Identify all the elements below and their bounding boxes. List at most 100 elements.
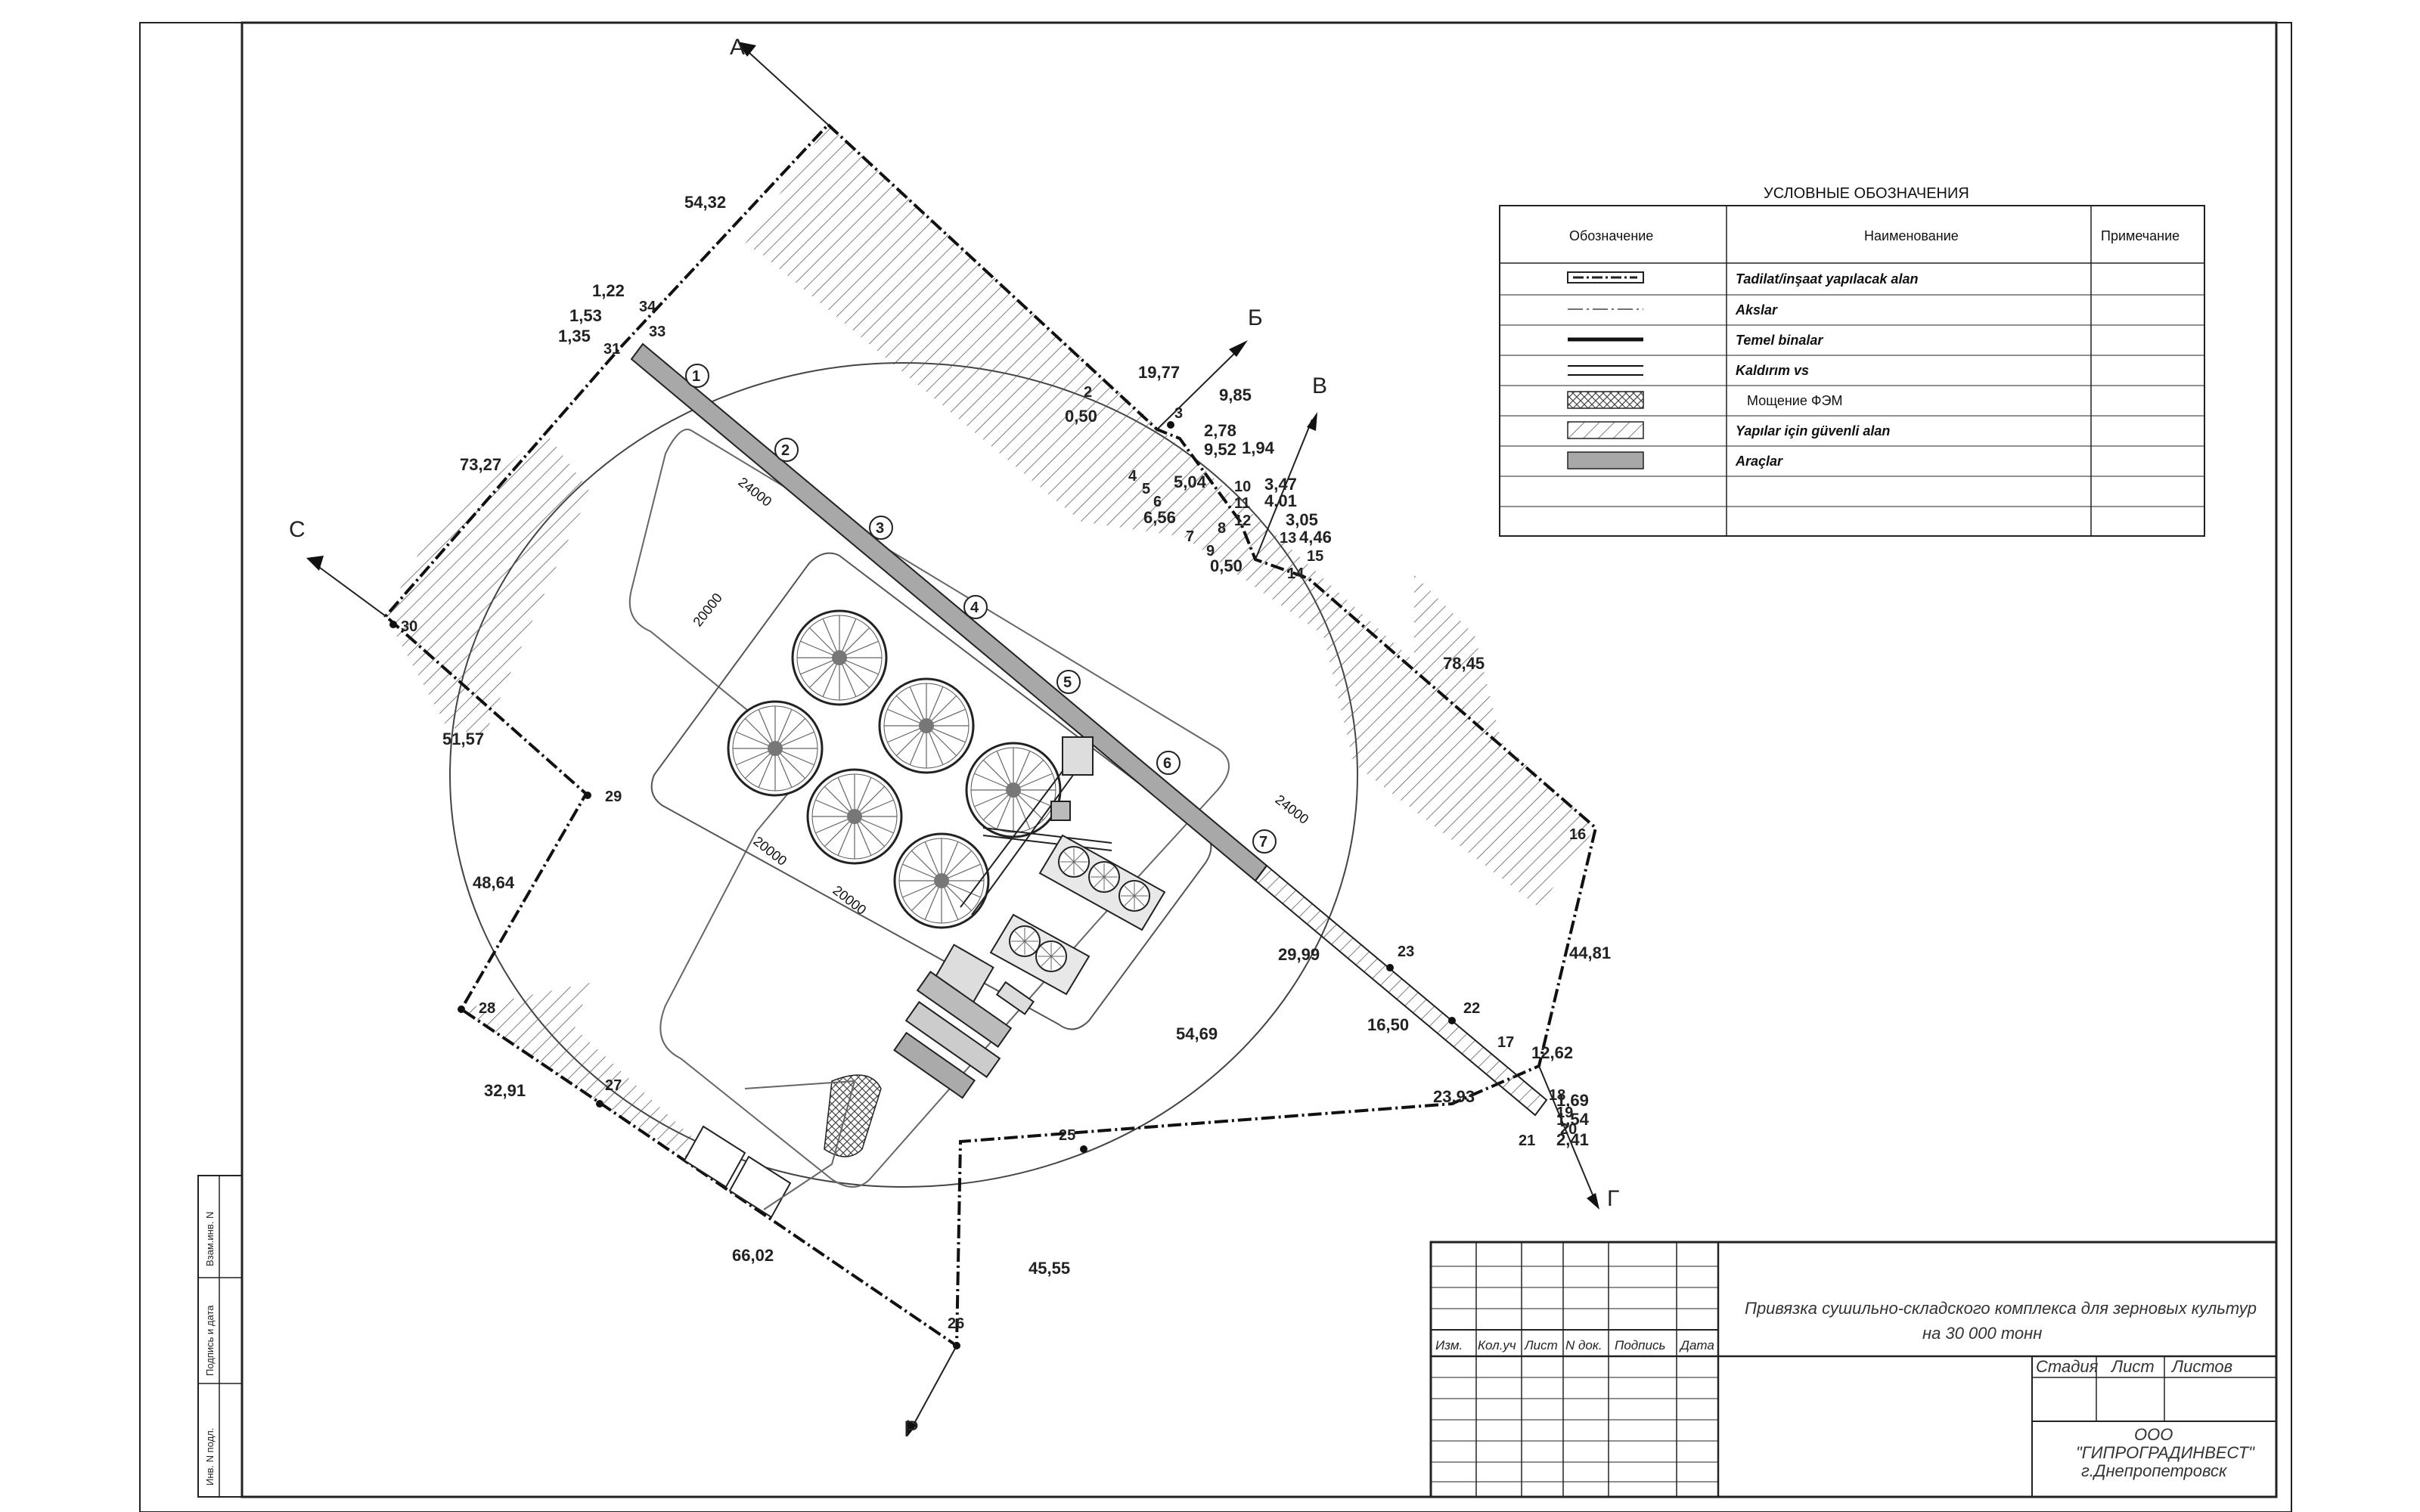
spacing-label: 24000 xyxy=(736,474,775,510)
svg-text:9,85: 9,85 xyxy=(1219,386,1252,404)
direction-label-a: А xyxy=(730,35,745,60)
direction-label-r: Р xyxy=(904,1417,919,1442)
axis-5: 5 xyxy=(1063,674,1072,691)
svg-text:Кол.уч: Кол.уч xyxy=(1478,1338,1516,1352)
svg-text:6,56: 6,56 xyxy=(1143,508,1176,527)
svg-text:23,93: 23,93 xyxy=(1433,1087,1475,1106)
outer-frame xyxy=(139,22,2292,1512)
svg-text:66,02: 66,02 xyxy=(732,1246,774,1265)
svg-text:7: 7 xyxy=(1186,528,1194,545)
org-name: "ГИПРОГРАДИНВЕСТ" xyxy=(2076,1443,2255,1462)
svg-text:Подпись и дата: Подпись и дата xyxy=(204,1305,216,1376)
axis-4: 4 xyxy=(970,600,979,616)
svg-text:5,04: 5,04 xyxy=(1174,472,1207,491)
axis-7: 7 xyxy=(1259,834,1267,850)
svg-text:11: 11 xyxy=(1234,495,1250,512)
legend-header-name: Наименование xyxy=(1864,228,1959,243)
org-name: ООО xyxy=(2134,1425,2173,1444)
svg-text:51,57: 51,57 xyxy=(442,730,484,748)
legend-symbol-vehicles xyxy=(1567,451,1644,469)
svg-text:15: 15 xyxy=(1307,548,1323,565)
axis-1: 1 xyxy=(692,368,700,385)
inner-frame xyxy=(240,21,2278,1498)
org-city: г.Днепропетровск xyxy=(2081,1461,2228,1480)
svg-text:29,99: 29,99 xyxy=(1278,945,1320,964)
svg-text:Лист: Лист xyxy=(1524,1338,1558,1352)
svg-text:21: 21 xyxy=(1519,1132,1535,1149)
svg-text:Подпись: Подпись xyxy=(1615,1338,1665,1352)
svg-text:18: 18 xyxy=(1549,1087,1565,1104)
svg-text:1,54: 1,54 xyxy=(1556,1110,1590,1129)
inner-fence xyxy=(628,429,1230,1188)
svg-text:Инв. N подл.: Инв. N подл. xyxy=(204,1428,216,1486)
direction-lines xyxy=(313,45,1596,1430)
svg-text:1,35: 1,35 xyxy=(558,327,591,345)
svg-text:Изм.: Изм. xyxy=(1435,1338,1463,1352)
direction-label-g: Г xyxy=(1607,1186,1619,1211)
site-boundary xyxy=(383,123,1598,1349)
svg-text:22: 22 xyxy=(1463,1000,1480,1017)
legend-row-name: Yapılar için güvenli alan xyxy=(1736,423,1890,438)
side-stamp: Взам.инв. N Подпись и дата Инв. N подл. xyxy=(197,1175,243,1498)
svg-text:28: 28 xyxy=(479,1000,495,1017)
legend: УСЛОВНЫЕ ОБОЗНАЧЕНИЯ Обозначение Наимено… xyxy=(1499,185,2205,537)
legend-title: УСЛОВНЫЕ ОБОЗНАЧЕНИЯ xyxy=(1764,185,1969,202)
svg-text:9,52: 9,52 xyxy=(1204,440,1236,459)
drawing-subtitle: на 30 000 тонн xyxy=(1922,1324,2042,1343)
svg-text:33: 33 xyxy=(649,324,666,340)
legend-row-name: Araçlar xyxy=(1735,454,1783,469)
legend-symbol-sidewalk xyxy=(1568,365,1643,376)
svg-text:32,91: 32,91 xyxy=(484,1081,526,1100)
axis-3: 3 xyxy=(876,520,884,537)
svg-text:44,81: 44,81 xyxy=(1569,943,1611,962)
svg-text:1,53: 1,53 xyxy=(569,306,602,325)
svg-text:78,45: 78,45 xyxy=(1443,654,1485,673)
svg-text:54,32: 54,32 xyxy=(684,193,726,212)
svg-text:1,22: 1,22 xyxy=(592,281,625,300)
spacing-label: 20000 xyxy=(751,833,790,869)
legend-header-note: Примечание xyxy=(2101,228,2180,243)
svg-text:29: 29 xyxy=(605,789,622,805)
svg-text:12,62: 12,62 xyxy=(1531,1043,1573,1062)
svg-text:34: 34 xyxy=(639,299,656,315)
svg-text:26: 26 xyxy=(948,1315,964,1332)
svg-text:2,41: 2,41 xyxy=(1556,1130,1589,1149)
access-road xyxy=(744,1080,856,1210)
svg-text:13: 13 xyxy=(1280,530,1296,547)
svg-text:N док.: N док. xyxy=(1565,1338,1602,1352)
point-labels: 30 29 28 27 26 25 23 22 21 20 19 18 17 1… xyxy=(389,299,1586,1349)
legend-symbol-construction xyxy=(1567,271,1644,284)
svg-text:3,05: 3,05 xyxy=(1286,510,1318,529)
svg-text:54,69: 54,69 xyxy=(1176,1024,1218,1043)
svg-text:19: 19 xyxy=(1556,1105,1573,1121)
svg-text:Взам.инв. N: Взам.инв. N xyxy=(204,1212,216,1266)
svg-text:3: 3 xyxy=(1174,405,1183,422)
svg-text:16,50: 16,50 xyxy=(1367,1015,1409,1034)
intake-block xyxy=(893,943,1035,1099)
svg-text:Лист: Лист xyxy=(2110,1357,2155,1376)
svg-text:0,50: 0,50 xyxy=(1065,407,1097,426)
svg-text:31: 31 xyxy=(603,341,620,358)
svg-text:Листов: Листов xyxy=(2170,1357,2232,1376)
title-block: Изм. Кол.уч Лист N док. Подпись Дата При… xyxy=(1429,1241,2278,1498)
svg-text:1,94: 1,94 xyxy=(1242,438,1275,457)
vehicle-road-diagonal xyxy=(1254,864,1548,1117)
svg-text:9: 9 xyxy=(1206,543,1215,559)
legend-row-name: Akslar xyxy=(1735,302,1778,318)
svg-text:17: 17 xyxy=(1497,1034,1514,1051)
conveyor-structure xyxy=(960,736,1112,916)
direction-label-v: В xyxy=(1312,373,1327,398)
legend-symbol-hatch xyxy=(1567,421,1644,439)
svg-text:6: 6 xyxy=(1153,494,1162,510)
svg-text:16: 16 xyxy=(1569,826,1586,843)
svg-text:2,78: 2,78 xyxy=(1204,421,1236,440)
legend-row-name: Kaldırım vs xyxy=(1736,363,1809,378)
svg-text:27: 27 xyxy=(605,1077,622,1094)
axis-6: 6 xyxy=(1163,755,1171,772)
svg-text:48,64: 48,64 xyxy=(473,873,515,892)
svg-text:23: 23 xyxy=(1398,943,1414,960)
svg-text:20: 20 xyxy=(1560,1121,1577,1138)
svg-text:73,27: 73,27 xyxy=(460,455,501,474)
axis-2: 2 xyxy=(781,442,790,459)
svg-text:2: 2 xyxy=(1084,384,1092,401)
